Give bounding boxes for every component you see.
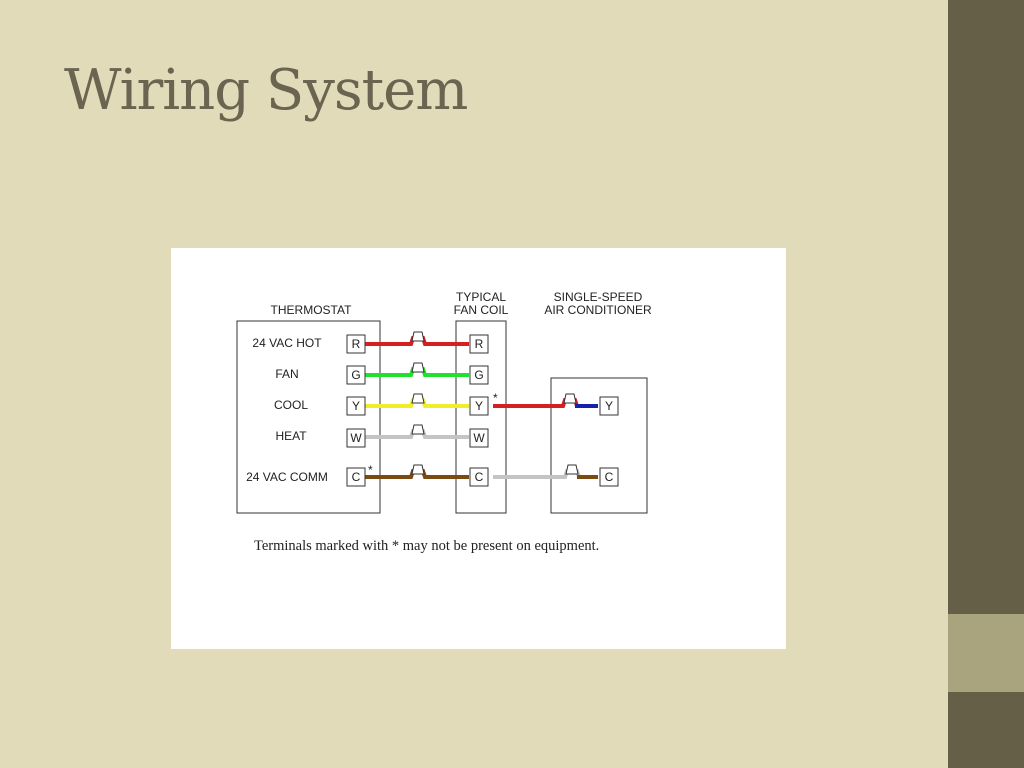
header-ac-line1: SINGLE-SPEED <box>554 290 643 304</box>
thermostat-label-comm: 24 VAC COMM <box>246 470 328 484</box>
asterisk-fan-coil-y: * <box>493 391 498 405</box>
header-thermostat: THERMOSTAT <box>271 303 353 317</box>
thermostat-label-heat: HEAT <box>275 429 307 443</box>
fan-coil-terminal-w <box>469 428 489 448</box>
thermostat-label-hot: 24 VAC HOT <box>252 336 322 350</box>
thermostat-terminal-g <box>346 365 366 385</box>
header-fan-coil-line1: TYPICAL <box>456 290 506 304</box>
wire-nut-g <box>411 362 425 373</box>
thermostat-terminal-c-label: C <box>352 470 361 484</box>
fan-coil-terminal-r <box>469 334 489 354</box>
fan-coil-terminal-c-label: C <box>475 470 484 484</box>
wire-nut-y <box>411 393 425 404</box>
thermostat-terminal-r <box>346 334 366 354</box>
thermostat-terminal-g-label: G <box>351 368 360 382</box>
thermostat-terminal-r-label: R <box>352 337 361 351</box>
thermostat-label-cool: COOL <box>274 398 308 412</box>
asterisk-thermostat-c: * <box>368 463 373 477</box>
thermostat-terminal-c <box>346 467 366 487</box>
header-fan-coil-line2: FAN COIL <box>454 303 509 317</box>
thermostat-label-fan: FAN <box>275 367 298 381</box>
ac-terminal-c <box>599 467 619 487</box>
thermostat-terminal-y-label: Y <box>352 399 360 413</box>
thermostat-terminal-y <box>346 396 366 416</box>
ac-terminal-y <box>599 396 619 416</box>
fan-coil-terminal-c <box>469 467 489 487</box>
fan-coil-terminal-w-label: W <box>473 431 485 445</box>
wire-nut-ac-y <box>563 393 577 404</box>
fan-coil-terminal-g-label: G <box>474 368 483 382</box>
slide-title: Wiring System <box>64 58 468 123</box>
wire-nut-r <box>411 331 425 342</box>
thermostat-terminal-w-label: W <box>350 431 362 445</box>
ac-terminal-y-label: Y <box>605 399 613 413</box>
thermostat-terminal-w <box>346 428 366 448</box>
wire-nut-c <box>411 464 425 475</box>
thermostat-box <box>236 320 381 514</box>
air-conditioner-box <box>550 377 648 514</box>
wiring-diagram-svg: THERMOSTAT TYPICAL FAN COIL SINGLE-SPEED… <box>236 290 652 554</box>
wire-nut-w <box>411 424 425 435</box>
fan-coil-terminal-y-label: Y <box>475 399 483 413</box>
fan-coil-terminal-g <box>469 365 489 385</box>
footnote: Terminals marked with * may not be prese… <box>254 538 599 554</box>
fan-coil-box <box>455 320 507 514</box>
fan-coil-terminal-r-label: R <box>475 337 484 351</box>
wire-nut-ac-c <box>565 464 579 475</box>
fan-coil-terminal-y <box>469 396 489 416</box>
ac-terminal-c-label: C <box>605 470 614 484</box>
sidebar-accent-light <box>948 614 1024 692</box>
header-ac-line2: AIR CONDITIONER <box>544 303 652 317</box>
wiring-diagram: THERMOSTAT TYPICAL FAN COIL SINGLE-SPEED… <box>171 248 786 649</box>
